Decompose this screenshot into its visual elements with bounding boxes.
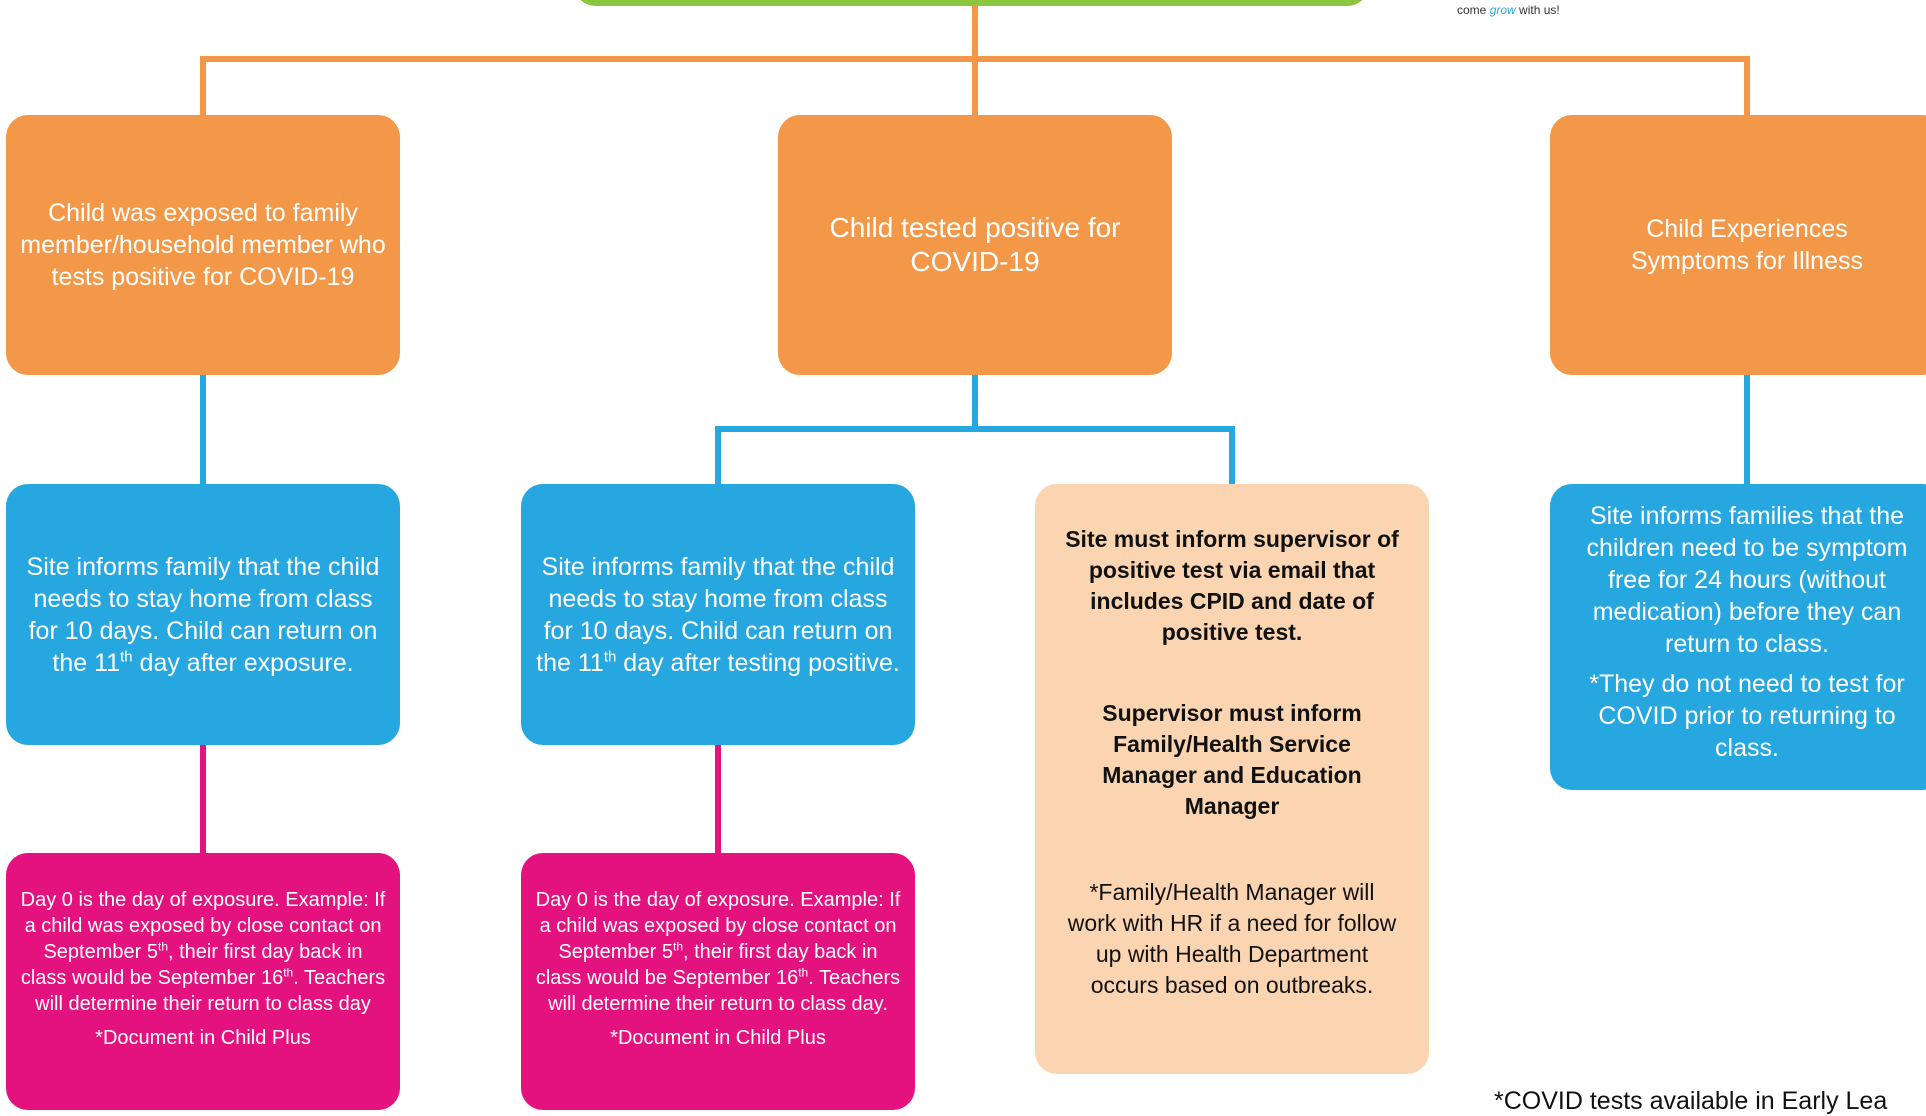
box-col1-stay-home: Site informs family that the child needs… [6,484,400,745]
box-symptoms-text: Child Experiences Symptoms for Illness [1630,215,1863,275]
box-tested-positive: Child tested positive for COVID-19 [778,115,1172,375]
logo-tagline: come grow with us! [1457,3,1560,17]
col1-stay-home-text: Site informs family that the child needs… [26,552,380,677]
box-exposed-to-household: Child was exposed to family member/house… [6,115,400,375]
connector-right-drop [1744,56,1750,115]
tagline-text-end: with us! [1519,3,1560,17]
connector-col2-blue-left [715,426,721,484]
symptom-free-text: Site informs families that the children … [1586,502,1908,658]
health-manager-note: *Family/Health Manager will work with HR… [1067,879,1397,998]
box-exposed-text: Child was exposed to family member/house… [20,199,386,291]
col2-document-note: *Document in Child Plus [610,1027,826,1049]
no-test-needed-text: *They do not need to test for COVID prio… [1589,670,1905,762]
connector-col3-blue [1744,375,1750,484]
supervisor-email-text: Site must inform supervisor of positive … [1065,526,1399,645]
tagline-accent: grow [1489,3,1516,17]
supervisor-inform-text: Supervisor must inform Family/Health Ser… [1102,700,1362,819]
box-col3-symptom-free: Site informs families that the children … [1550,484,1926,790]
connector-col2-blue-horizontal [715,426,1235,432]
connector-col1-blue [200,375,206,484]
col2-stay-home-text: Site informs family that the child needs… [536,552,900,677]
connector-col2-blue-right [1229,426,1235,484]
box-symptoms-illness: Child Experiences Symptoms for Illness [1550,115,1926,375]
box-col1-day-zero: Day 0 is the day of exposure. Example: I… [6,853,400,1110]
tagline-text: come [1457,3,1487,17]
col1-day-zero-text: Day 0 is the day of exposure. Example: I… [20,889,386,1015]
box-tested-positive-text: Child tested positive for COVID-19 [829,212,1121,277]
connector-col2-blue-vertical [972,375,978,430]
connector-top-horizontal [200,56,1750,62]
covid-tests-footnote: *COVID tests available in Early Lea [1494,1087,1888,1115]
connector-col2-pink [715,745,721,853]
box-col2-day-zero: Day 0 is the day of exposure. Example: I… [521,853,915,1110]
col1-document-note: *Document in Child Plus [95,1027,311,1049]
connector-col1-pink [200,745,206,853]
box-supervisor-notification: Site must inform supervisor of positive … [1035,484,1429,1074]
connector-left-drop [200,56,206,115]
box-col2-stay-home: Site informs family that the child needs… [521,484,915,745]
col2-day-zero-text: Day 0 is the day of exposure. Example: I… [535,889,901,1015]
